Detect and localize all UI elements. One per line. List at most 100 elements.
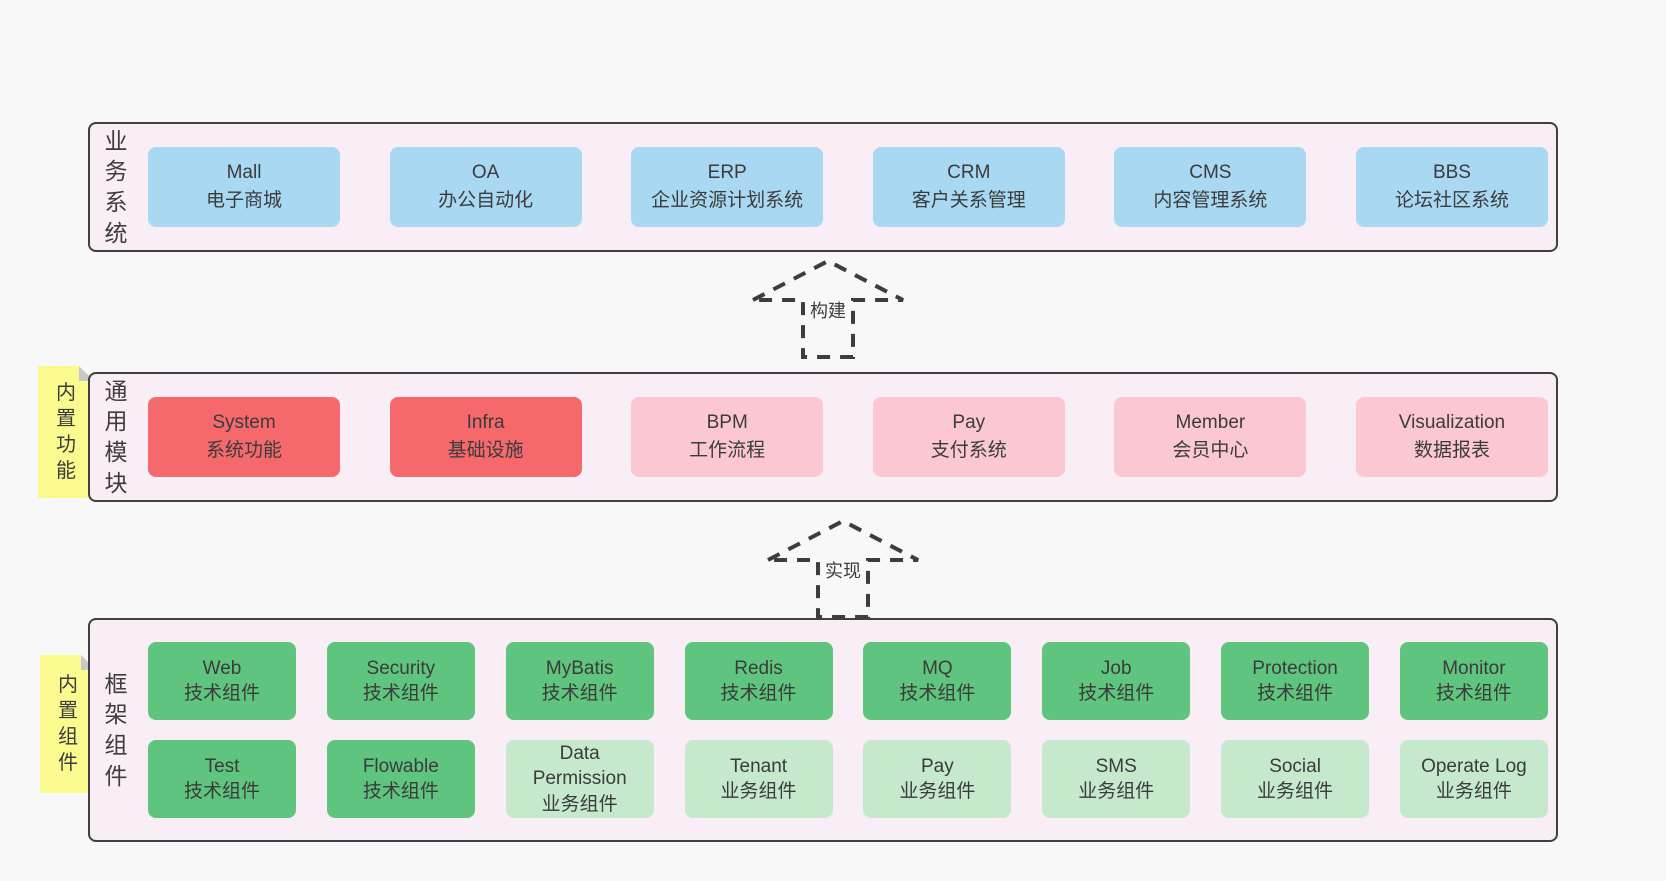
business-node-row: Mall 电子商城 OA 办公自动化 ERP 企业资源计划系统 CRM 客户关系… [130,147,1556,227]
node-infra: Infra 基础设施 [389,397,582,477]
node-subtitle: 数据报表 [1413,440,1490,461]
node-title: Social [1269,755,1321,777]
node-social: Social 业务组件 [1221,740,1370,818]
node-title: System [212,412,276,434]
node-subtitle: 业务组件 [1257,781,1334,802]
node-subtitle: 系统功能 [205,440,282,461]
node-subtitle: 内容管理系统 [1153,190,1268,211]
node-title: MQ [922,657,953,679]
node-subtitle: 业务组件 [899,781,976,802]
node-subtitle: 论坛社区系统 [1394,190,1509,211]
node-subtitle: 企业资源计划系统 [651,190,804,211]
node-security: Security 技术组件 [326,642,475,720]
node-title: Protection [1252,657,1338,679]
node-title: Data Permission [532,743,627,790]
framework-node-row-2: Test 技术组件 Flowable 技术组件 Data Permission … [148,740,1548,818]
node-title: OA [471,162,500,184]
node-title: Mall [226,162,262,184]
node-test: Test 技术组件 [148,740,296,818]
node-subtitle: 技术组件 [899,683,976,704]
node-title: Pay [921,755,954,777]
node-title: Pay [952,412,986,434]
node-subtitle: 业务组件 [1078,781,1155,802]
node-protection: Protection 技术组件 [1221,642,1370,720]
node-subtitle: 电子商城 [205,190,282,211]
node-crm: CRM 客户关系管理 [872,147,1065,227]
node-member: Member 会员中心 [1114,397,1307,477]
sticky-note-builtin-features: 内置功能 [38,366,94,498]
node-title: Job [1100,657,1132,679]
node-subtitle: 技术组件 [183,683,260,704]
node-subtitle: 支付系统 [930,440,1007,461]
dashed-up-arrow-icon [767,518,919,619]
node-mq: MQ 技术组件 [863,642,1012,720]
panel-label-common-modules: 通用模块 [104,377,128,496]
node-title: Flowable [362,755,439,777]
node-subtitle: 基础设施 [447,440,524,461]
node-operate-log: Operate Log 业务组件 [1399,740,1548,818]
node-subtitle: 技术组件 [362,781,439,802]
node-title: Member [1175,412,1246,434]
panel-common-modules: 通用模块 System 系统功能 Infra 基础设施 BPM 工作流程 Pay… [88,372,1558,502]
node-title: CMS [1189,162,1232,184]
arrow-build: 构建 [743,256,913,360]
node-subtitle: 业务组件 [720,781,797,802]
node-title: CRM [947,162,991,184]
node-subtitle: 业务组件 [1435,781,1512,802]
node-title: Security [366,657,436,679]
node-title: Monitor [1442,657,1506,679]
node-mybatis: MyBatis 技术组件 [505,642,654,720]
node-system: System 系统功能 [148,397,340,477]
sticky-note-builtin-components: 内置组件 [40,655,96,793]
node-subtitle: 技术组件 [1257,683,1334,704]
arrow-implement-label: 实现 [820,556,866,584]
node-title: ERP [707,162,747,184]
node-title: Infra [466,412,505,434]
node-subtitle: 业务组件 [541,793,618,815]
node-title: SMS [1095,755,1137,777]
node-mall: Mall 电子商城 [148,147,340,227]
node-redis: Redis 技术组件 [684,642,833,720]
panel-label-framework-components: 框架组件 [104,670,128,789]
panel-framework-components: 框架组件 Web 技术组件 Security 技术组件 MyBatis 技术组件… [88,618,1558,842]
arrow-implement: 实现 [758,516,928,620]
node-subtitle: 客户关系管理 [911,190,1026,211]
framework-node-row-1: Web 技术组件 Security 技术组件 MyBatis 技术组件 Redi… [148,642,1548,720]
node-subtitle: 技术组件 [1078,683,1155,704]
node-subtitle: 技术组件 [720,683,797,704]
sticky-note-label: 内置组件 [58,674,78,774]
node-title: MyBatis [545,657,614,679]
node-flowable: Flowable 技术组件 [326,740,475,818]
panel-label-business-systems: 业务系统 [104,127,128,246]
node-visualization: Visualization 数据报表 [1355,397,1548,477]
dashed-up-arrow-icon [752,258,904,359]
node-tenant: Tenant 业务组件 [684,740,833,818]
node-web: Web 技术组件 [148,642,296,720]
node-title: Test [204,755,240,777]
node-subtitle: 会员中心 [1172,440,1249,461]
node-subtitle: 技术组件 [183,781,260,802]
sticky-note-label: 内置功能 [56,382,76,482]
node-subtitle: 技术组件 [362,683,439,704]
node-title: Web [202,657,242,679]
node-sms: SMS 业务组件 [1042,740,1191,818]
node-cms: CMS 内容管理系统 [1114,147,1307,227]
node-monitor: Monitor 技术组件 [1399,642,1548,720]
node-title: Redis [734,657,783,679]
node-bpm: BPM 工作流程 [631,397,824,477]
node-title: BBS [1432,162,1471,184]
node-data-permission: Data Permission 业务组件 [505,740,654,818]
node-title: BPM [706,412,748,434]
arrow-build-label: 构建 [805,296,851,324]
node-pay-system: Pay 支付系统 [872,397,1065,477]
node-erp: ERP 企业资源计划系统 [631,147,824,227]
node-title: Visualization [1398,412,1506,434]
panel-business-systems: 业务系统 Mall 电子商城 OA 办公自动化 ERP 企业资源计划系统 CRM… [88,122,1558,252]
node-pay-component: Pay 业务组件 [863,740,1012,818]
node-title: Tenant [730,755,788,777]
node-title: Operate Log [1421,755,1527,777]
node-subtitle: 技术组件 [1435,683,1512,704]
module-node-row: System 系统功能 Infra 基础设施 BPM 工作流程 Pay 支付系统… [130,397,1556,477]
node-subtitle: 办公自动化 [438,190,534,211]
